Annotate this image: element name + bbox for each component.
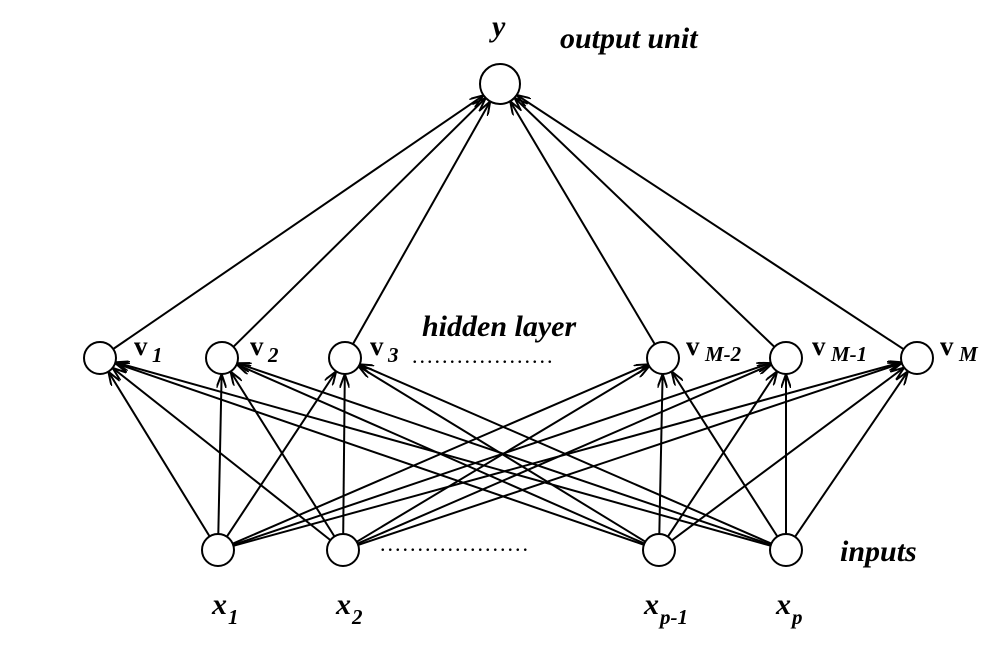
hidden-label-v2: v [250, 331, 264, 361]
hidden-label-vM-1: v [812, 331, 826, 361]
hidden-sub-vM-1: M-1 [831, 342, 868, 366]
output-node [479, 63, 521, 105]
hidden-node-vM-1 [769, 341, 803, 375]
edge-xp-to-v1 [116, 363, 771, 547]
hidden-sub-v2: 2 [268, 343, 279, 367]
hidden-sub-vM-2: M-2 [705, 342, 742, 366]
edge-xp-1-to-v1 [116, 364, 645, 546]
edge-v1-to-y [112, 96, 483, 350]
input-node-x1 [201, 533, 235, 567]
hidden-node-v2 [205, 341, 239, 375]
input-sub-xp-1: p-1 [660, 605, 688, 629]
edge-x1-to-v2 [218, 375, 221, 535]
edge-xp-1-to-vM-1 [666, 372, 777, 538]
inputs-ellipsis: .................... [380, 531, 530, 556]
hidden-label-v3: v [370, 331, 384, 361]
hidden-label-vM-2: v [686, 331, 700, 361]
hidden-layer-label: hidden layer [422, 310, 577, 343]
output-unit-label: output unit [560, 22, 698, 55]
input-node-xp [769, 533, 803, 567]
input-node-x2 [326, 533, 360, 567]
input-label-x2: x [336, 588, 351, 621]
input-label-xp: x [776, 588, 791, 621]
edge-x2-to-v1 [113, 369, 332, 541]
input-label-x1: x [212, 588, 227, 621]
network-nodes [83, 63, 934, 567]
hidden-node-vM-2 [646, 341, 680, 375]
input-label-xp-1: x [644, 588, 659, 621]
input-sub-x1: 1 [228, 605, 239, 629]
hidden-node-vM [900, 341, 934, 375]
edge-v2-to-y [232, 99, 485, 348]
input-sub-x2: 2 [352, 605, 363, 629]
inputs-label: inputs [840, 535, 917, 568]
input-node-xp-1 [642, 533, 676, 567]
edge-xp-1-to-vM-2 [659, 375, 662, 535]
edge-x2-to-v3 [343, 375, 345, 535]
input-sub-xp: p [792, 605, 803, 629]
hidden-ellipsis: ................... [412, 343, 555, 368]
edge-xp-to-v3 [361, 365, 772, 545]
hidden-sub-v1: 1 [152, 343, 163, 367]
hidden-node-v3 [328, 341, 362, 375]
edge-xp-to-vM-2 [672, 372, 779, 538]
edge-x1-to-v1 [109, 373, 211, 537]
hidden-sub-v3: 3 [388, 343, 399, 367]
edge-x2-to-vM [357, 363, 901, 546]
edge-xp-to-v2 [238, 364, 772, 546]
hidden-label-v1: v [134, 331, 148, 361]
edge-xp-1-to-vM [671, 368, 904, 542]
edge-xp-to-vM [794, 372, 907, 538]
hidden-sub-vM: M [959, 342, 978, 366]
edge-vM-2-to-y [511, 102, 656, 345]
output-symbol: y [492, 10, 506, 43]
edge-vM-1-to-y [515, 99, 776, 348]
edge-v3-to-y [352, 102, 490, 345]
hidden-label-vM: v [940, 331, 954, 361]
edge-vM-to-y [518, 96, 905, 351]
connection-edges [109, 96, 908, 547]
hidden-node-v1 [83, 341, 117, 375]
